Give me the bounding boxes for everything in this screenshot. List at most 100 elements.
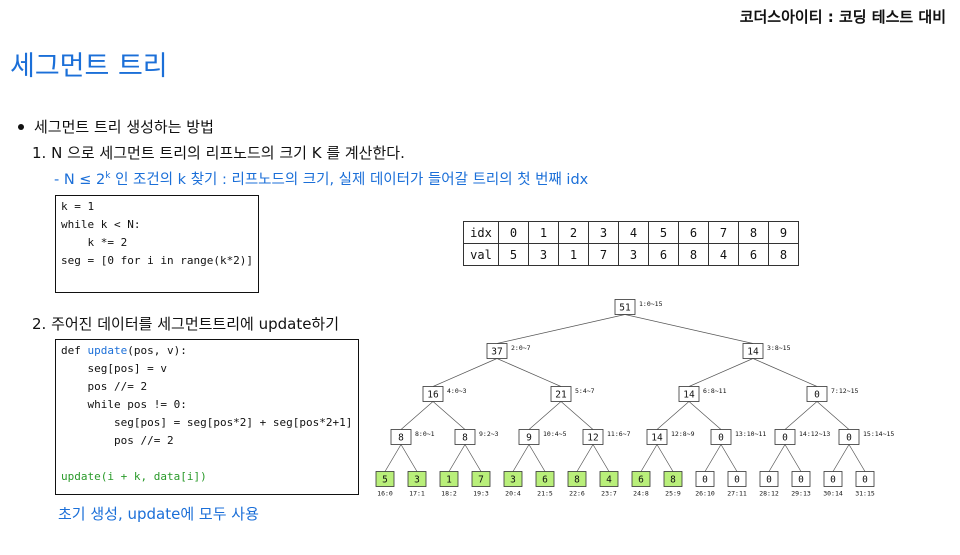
tree-leaf-box [439,471,459,487]
tree-edge [624,314,754,344]
tree-node-box [710,429,732,445]
tree-node-box [422,386,444,402]
tree-edge [400,401,434,430]
tree-node-box [518,429,540,445]
tree-edge [656,444,674,472]
tree-leaf-label: 29:13 [791,490,811,498]
tree-node-value: 14 [651,433,663,444]
tree-leaf-value: 7 [478,475,484,486]
tree-leaf: 6 21:5 [535,471,555,498]
tree-edge [832,444,850,472]
tree-edge [816,401,850,430]
tree-leaf-label: 18:2 [441,490,457,498]
tree-edge [768,444,786,472]
tree-node-range: 3:8~15 [767,344,791,352]
tree-leaf: 0 28:12 [759,471,779,498]
bullet-heading: 세그먼트 트리 생성하는 방법 [18,116,214,137]
tree-node-range: 2:0~7 [511,344,531,352]
tree-leaf-label: 21:5 [537,490,553,498]
tree-node-box [774,429,796,445]
code-line-def: def update(pos, v): [61,344,187,357]
tree-edge [560,401,594,430]
step2-text: 2. 주어진 데이터를 세그먼트트리에 update하기 [32,315,340,333]
tree-leaf-value: 1 [446,475,452,486]
tree-node: 8 9:2~3 [454,429,499,445]
tree-edge [400,444,418,472]
code-line: k *= 2 [61,236,128,249]
tree-leaf-box [855,471,875,487]
tree-leaf-box [823,471,843,487]
tree-node-range: 9:2~3 [479,430,499,438]
tree-leaf: 825:9 [663,471,683,498]
tree-node-box [582,429,604,445]
tree-edge [384,444,402,472]
tree-edge [528,444,546,472]
tree-leaf: 3 17:1 [407,471,427,498]
tree-leaf-value: 3 [414,475,420,486]
tree-node-box [646,429,668,445]
tree-leaf: 027:11 [727,471,747,498]
bullet-text: 세그먼트 트리 생성하는 방법 [34,118,214,136]
code-line: seg[pos] = seg[pos*2] + seg[pos*2+1] [61,416,353,429]
tree-leaf-value: 6 [542,475,548,486]
tree-node-value: 9 [526,433,532,444]
tree-leaf-label: 27:11 [727,490,747,498]
tree-edge [528,401,562,430]
tree-edge [432,401,466,430]
tree-leaf: 1 18:2 [439,471,459,498]
tree-node-box [550,386,572,402]
tree-edge [688,358,754,387]
tree-leaf-label: 22:6 [569,490,585,498]
tree-node-box [454,429,476,445]
tree-leaf-box [599,471,619,487]
code-line: while pos != 0: [61,398,187,411]
tree-edge [720,444,738,472]
tree-node-box [678,386,700,402]
tree-leaf-label: 28:12 [759,490,779,498]
tree-edge [640,444,658,472]
tree-leaf-value: 0 [702,475,708,486]
tree-node-value: 37 [491,347,502,358]
tree-node-range: 10:4~5 [543,430,567,438]
subnote-prefix: - N ≤ 2 [54,172,106,188]
tree-leaf: 719:3 [471,471,491,498]
tree-node-range: 6:8~11 [703,387,727,395]
tree-leaf: 320:4 [503,471,523,498]
tree-node-value: 8 [398,433,404,444]
val-row: val 5 3 1 7 3 6 8 4 6 8 [463,243,799,266]
tree-leaf-box [535,471,555,487]
val-cell: 6 [738,243,769,266]
tree-leaf: 624:8 [631,471,651,498]
tree-leaf-value: 0 [798,475,804,486]
tree-leaf-label: 20:4 [505,490,521,498]
tree-leaf-label: 17:1 [409,490,425,498]
tree-leaf: 516:0 [375,471,395,498]
tree-leaf: 031:15 [855,471,875,498]
tree-edge [496,314,626,344]
tree-node-box [486,343,508,359]
tree-leaf-label: 31:15 [855,490,875,498]
tree-node-value: 8 [462,433,468,444]
tree-edge [512,444,530,472]
tree-node-value: 0 [782,433,788,444]
tree-node-value: 21 [555,390,567,401]
tree-leaf-value: 0 [766,475,772,486]
tree-edge [704,444,722,472]
tree-leaf-value: 4 [606,475,612,486]
tree-edge [464,444,482,472]
tree-node-range: 4:0~3 [447,387,467,395]
code-line: pos //= 2 [61,380,148,393]
tree-edge [688,401,722,430]
tree-leaf: 0 29:13 [791,471,811,498]
tree-leaf-label: 16:0 [377,490,393,498]
step1-subnote: - N ≤ 2k 인 조건의 k 찾기 : 리프노드의 크기, 실제 데이터가 … [54,168,588,189]
